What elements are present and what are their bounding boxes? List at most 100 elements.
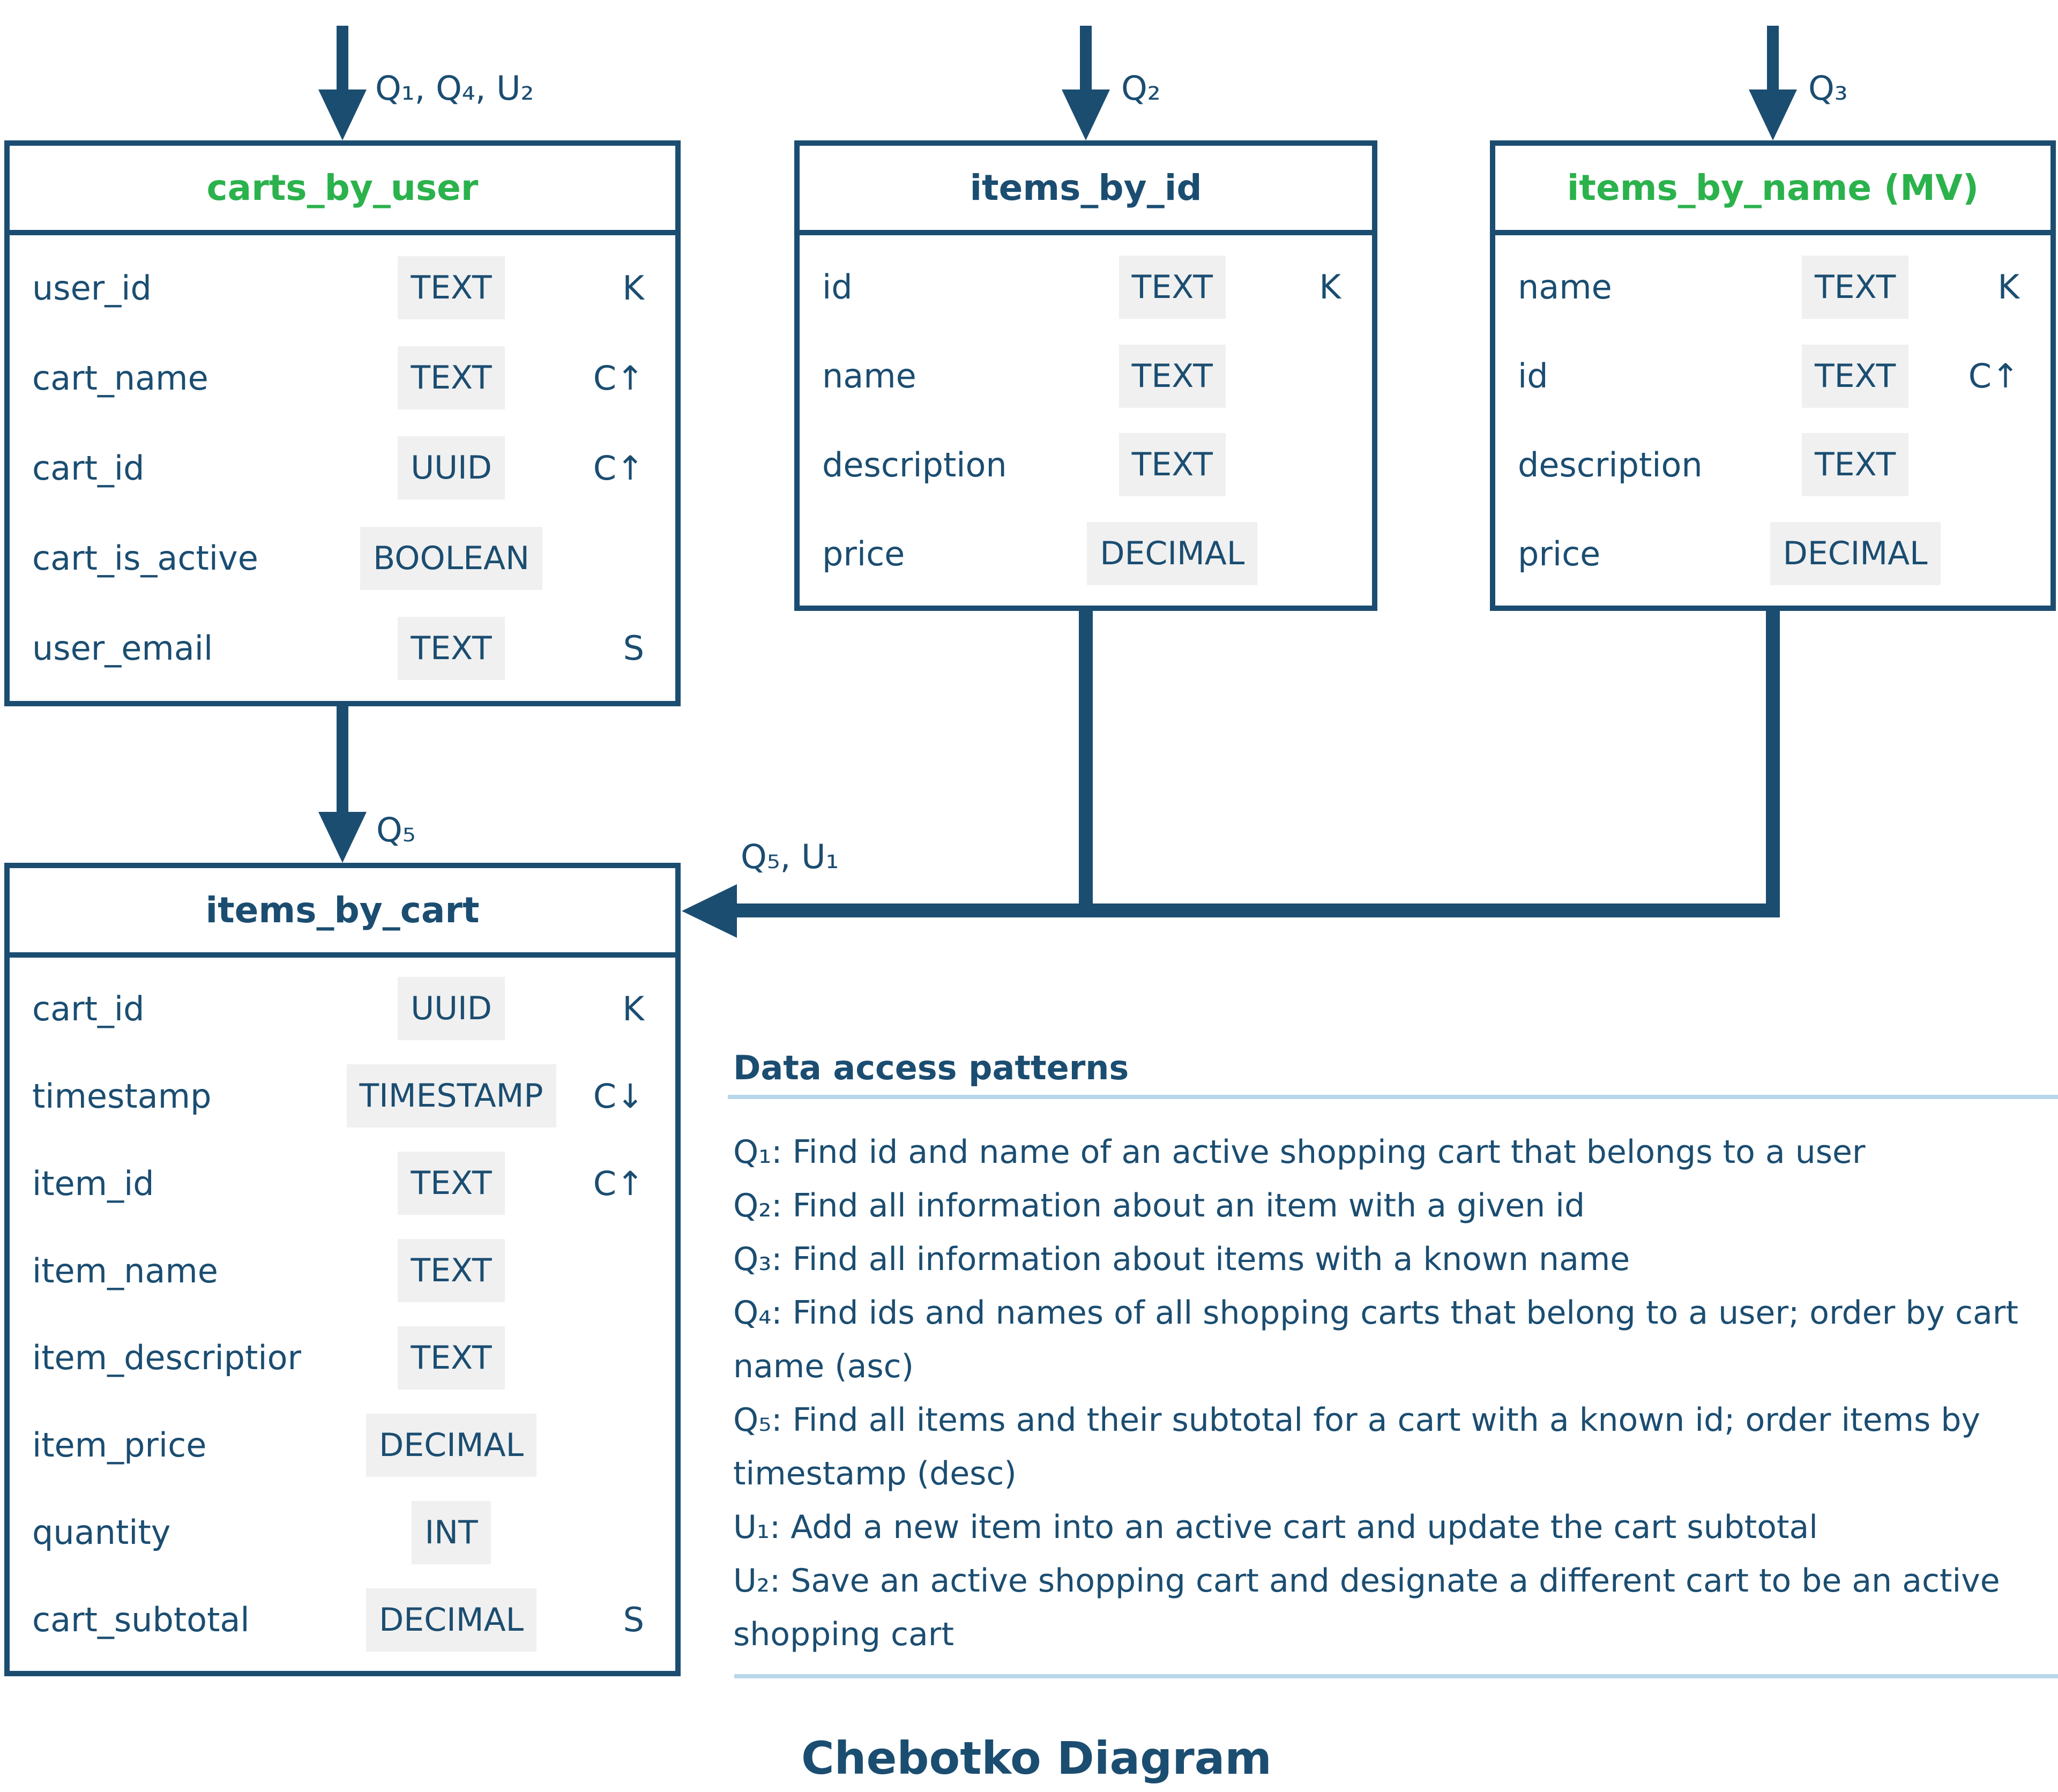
column-key: C↑ bbox=[593, 448, 644, 488]
table-row: cart_id UUID C↑ bbox=[10, 436, 675, 500]
arrow-label-q1-q4-u2: Q₁, Q₄, U₂ bbox=[375, 69, 534, 108]
table-title: items_by_cart bbox=[10, 868, 675, 958]
column-type-badge: DECIMAL bbox=[366, 1413, 537, 1477]
column-type: DECIMAL bbox=[1075, 522, 1270, 586]
arrowhead-down-icon bbox=[1062, 89, 1110, 140]
column-key: C↑ bbox=[1968, 356, 2019, 396]
connector-line bbox=[1079, 611, 1093, 917]
connector-line bbox=[737, 904, 1780, 917]
table-items-by-cart: items_by_cart cart_id UUID K timestamp T… bbox=[4, 863, 681, 1676]
column-type-badge: TEXT bbox=[1119, 433, 1226, 497]
column-type-badge: TEXT bbox=[1802, 255, 1909, 319]
arrow-label-q3: Q₃ bbox=[1808, 69, 1848, 108]
table-row: cart_subtotal DECIMAL S bbox=[10, 1588, 675, 1652]
column-type-badge: INT bbox=[412, 1500, 491, 1564]
arrow-label-q5: Q₅ bbox=[376, 810, 416, 849]
column-key: K bbox=[1319, 267, 1341, 307]
column-name: id bbox=[1518, 356, 1548, 396]
column-key: K bbox=[622, 989, 644, 1028]
column-key: K bbox=[622, 268, 644, 308]
footer-divider bbox=[734, 1674, 2058, 1678]
column-name: price bbox=[822, 534, 905, 573]
table-row: item_name TEXT bbox=[10, 1239, 675, 1303]
access-patterns-list: Q₁: Find id and name of an active shoppi… bbox=[733, 1125, 2049, 1661]
column-type: DECIMAL bbox=[329, 1588, 573, 1652]
table-row: timestamp TIMESTAMP C↓ bbox=[10, 1064, 675, 1128]
column-type-badge: TEXT bbox=[398, 346, 505, 410]
column-type: TEXT bbox=[1762, 255, 1949, 319]
column-name: item_id bbox=[32, 1163, 154, 1203]
access-pattern-item: Q₅: Find all items and their subtotal fo… bbox=[733, 1401, 1980, 1492]
column-type-badge: TEXT bbox=[398, 1239, 505, 1303]
column-key: C↑ bbox=[593, 1163, 644, 1203]
column-type-badge: TEXT bbox=[398, 1152, 505, 1215]
table-row: quantity INT bbox=[10, 1500, 675, 1564]
column-name: item_descriptior bbox=[32, 1338, 301, 1378]
column-key: C↓ bbox=[593, 1076, 644, 1116]
column-key: S bbox=[623, 629, 644, 668]
table-row: cart_is_active BOOLEAN bbox=[10, 526, 675, 590]
table-rows: cart_id UUID K timestamp TIMESTAMP C↓ it… bbox=[10, 958, 675, 1671]
access-pattern-item: U₂: Save an active shopping cart and des… bbox=[733, 1562, 2000, 1653]
arrow-shaft bbox=[337, 706, 348, 813]
column-type: UUID bbox=[329, 436, 573, 500]
column-type: TEXT bbox=[329, 616, 573, 680]
column-type: TEXT bbox=[329, 1239, 573, 1303]
column-type: TEXT bbox=[329, 256, 573, 320]
column-type: UUID bbox=[329, 977, 573, 1041]
column-name: user_email bbox=[32, 629, 213, 668]
column-type-badge: TEXT bbox=[1119, 344, 1226, 408]
column-type-badge: DECIMAL bbox=[1087, 522, 1258, 586]
access-pattern-item: Q₂: Find all information about an item w… bbox=[733, 1187, 1585, 1224]
table-carts-by-user: carts_by_user user_id TEXT K cart_name T… bbox=[4, 140, 681, 706]
column-type: INT bbox=[329, 1500, 573, 1564]
column-name: timestamp bbox=[32, 1076, 212, 1116]
column-type-badge: TIMESTAMP bbox=[346, 1064, 556, 1128]
arrow-label-q5-u1: Q₅, U₁ bbox=[741, 837, 839, 876]
table-items-by-name-mv: items_by_name (MV) name TEXT K id TEXT C… bbox=[1490, 140, 2056, 611]
table-rows: name TEXT K id TEXT C↑ description TEXT … bbox=[1495, 235, 2050, 606]
table-items-by-id: items_by_id id TEXT K name TEXT descript… bbox=[794, 140, 1377, 611]
table-row: user_id TEXT K bbox=[10, 256, 675, 320]
table-row: item_descriptior TEXT bbox=[10, 1326, 675, 1390]
column-type: TEXT bbox=[329, 1152, 573, 1215]
arrowhead-down-icon bbox=[1749, 89, 1797, 140]
column-type-badge: TEXT bbox=[1802, 344, 1909, 408]
column-name: cart_is_active bbox=[32, 539, 258, 578]
column-type: TEXT bbox=[1075, 433, 1270, 497]
column-type-badge: TEXT bbox=[398, 616, 505, 680]
access-patterns-heading: Data access patterns bbox=[733, 1048, 1129, 1087]
column-type: TEXT bbox=[1075, 255, 1270, 319]
column-type: TEXT bbox=[1075, 344, 1270, 408]
column-name: item_name bbox=[32, 1251, 218, 1290]
table-rows: user_id TEXT K cart_name TEXT C↑ cart_id… bbox=[10, 235, 675, 701]
column-key: K bbox=[1997, 267, 2019, 307]
column-type-badge: UUID bbox=[398, 436, 505, 500]
column-key: S bbox=[623, 1600, 644, 1640]
table-row: name TEXT K bbox=[1495, 255, 2050, 319]
access-pattern-item: Q₃: Find all information about items wit… bbox=[733, 1241, 1630, 1278]
table-row: price DECIMAL bbox=[800, 522, 1372, 586]
access-pattern-item: U₁: Add a new item into an active cart a… bbox=[733, 1509, 1818, 1546]
column-type: DECIMAL bbox=[1762, 522, 1949, 586]
table-row: description TEXT bbox=[800, 433, 1372, 497]
table-title: items_by_name (MV) bbox=[1495, 146, 2050, 235]
column-type: TEXT bbox=[329, 346, 573, 410]
access-pattern-item: Q₄: Find ids and names of all shopping c… bbox=[733, 1294, 2018, 1385]
column-type: TEXT bbox=[1762, 433, 1949, 497]
column-type-badge: TEXT bbox=[1802, 433, 1909, 497]
column-type: BOOLEAN bbox=[329, 526, 573, 590]
table-row: description TEXT bbox=[1495, 433, 2050, 497]
column-type: TIMESTAMP bbox=[329, 1064, 573, 1128]
column-name: price bbox=[1518, 534, 1601, 573]
table-title: carts_by_user bbox=[10, 146, 675, 235]
column-name: name bbox=[1518, 267, 1612, 307]
access-pattern-item: Q₁: Find id and name of an active shoppi… bbox=[733, 1133, 1866, 1171]
column-key: C↑ bbox=[593, 358, 644, 398]
table-row: id TEXT C↑ bbox=[1495, 344, 2050, 408]
column-name: cart_id bbox=[32, 989, 145, 1028]
column-name: user_id bbox=[32, 268, 152, 308]
table-row: user_email TEXT S bbox=[10, 616, 675, 680]
column-type-badge: DECIMAL bbox=[366, 1588, 537, 1652]
